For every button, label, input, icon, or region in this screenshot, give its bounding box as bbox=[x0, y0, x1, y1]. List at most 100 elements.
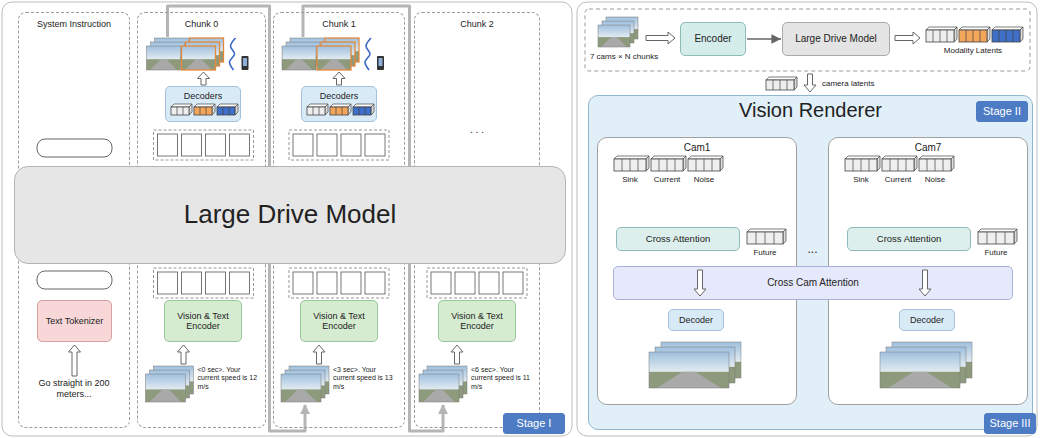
label-holder: Sink bbox=[839, 175, 883, 185]
label-holder: 7 cams × N chunks bbox=[586, 52, 662, 62]
block-arrow bbox=[333, 72, 345, 85]
latent-divider bbox=[177, 107, 178, 115]
latent-block bbox=[171, 104, 192, 115]
image-frame bbox=[286, 42, 320, 66]
latent-divider bbox=[773, 80, 774, 90]
camera-image-stack bbox=[281, 366, 329, 402]
latent-top bbox=[882, 156, 917, 159]
latent-divider bbox=[200, 107, 201, 115]
token-slot bbox=[503, 272, 523, 294]
latent-divider bbox=[319, 107, 320, 115]
text-label: . . . bbox=[452, 124, 502, 136]
token-slot bbox=[317, 272, 337, 294]
camera-image bbox=[602, 21, 634, 43]
road bbox=[431, 381, 463, 394]
node-text: Vision & Text Encoder bbox=[169, 311, 237, 332]
latent-top bbox=[194, 104, 215, 107]
ground bbox=[317, 59, 351, 70]
trajectory-curve bbox=[365, 38, 371, 70]
camera-image bbox=[321, 42, 355, 66]
node-text: Cam1 bbox=[598, 138, 796, 154]
latent-side bbox=[951, 156, 954, 171]
latent-top bbox=[992, 27, 1023, 30]
latent-block bbox=[217, 104, 238, 115]
text-label: Current bbox=[645, 175, 689, 185]
image-frame bbox=[155, 38, 189, 62]
latent-top bbox=[330, 104, 351, 107]
process-box: Decoder bbox=[899, 309, 955, 331]
road bbox=[154, 55, 181, 66]
ground bbox=[151, 55, 185, 66]
camera-image bbox=[146, 374, 186, 402]
node-text: Large Drive Model bbox=[795, 33, 877, 45]
latent-face bbox=[978, 232, 1014, 244]
label-holder: <0 sec>. Your current speed is 12 m/s bbox=[198, 366, 260, 391]
token-slot bbox=[365, 134, 385, 156]
token-slot bbox=[431, 272, 451, 294]
device-screen bbox=[379, 58, 383, 66]
latent-top bbox=[688, 156, 723, 159]
block-arrow bbox=[198, 72, 210, 85]
latent-face bbox=[194, 107, 212, 115]
ground bbox=[154, 381, 194, 394]
process-box: Decoders bbox=[301, 86, 377, 122]
image-frame bbox=[602, 21, 634, 43]
latent-divider bbox=[667, 159, 668, 171]
label-holder: . . . bbox=[452, 124, 502, 136]
label-holder: <3 sec>. Your current speed is 13 m/s bbox=[333, 366, 395, 391]
ground bbox=[427, 381, 467, 394]
latent-block bbox=[651, 156, 686, 171]
block-arrow bbox=[646, 32, 675, 44]
latent-block bbox=[330, 104, 351, 115]
latent-block bbox=[766, 77, 797, 90]
latent-divider bbox=[342, 107, 343, 115]
road bbox=[328, 51, 355, 62]
latent-side bbox=[794, 77, 797, 90]
ground bbox=[886, 367, 966, 383]
token-slot bbox=[158, 272, 178, 294]
ground bbox=[285, 385, 325, 398]
latent-top bbox=[217, 104, 238, 107]
latent-top bbox=[845, 156, 880, 159]
label-holder: Future bbox=[966, 248, 1026, 258]
ground bbox=[155, 51, 189, 62]
stage-panel bbox=[577, 2, 1037, 436]
latent-divider bbox=[890, 159, 891, 171]
label-holder: Current bbox=[645, 175, 689, 185]
latent-side bbox=[371, 104, 374, 115]
node-text: Cross Cam Attention bbox=[767, 277, 859, 289]
latent-divider bbox=[622, 159, 623, 171]
image-frame bbox=[289, 366, 329, 394]
node-text: Decoders bbox=[320, 91, 359, 101]
process-box: Encoder bbox=[680, 22, 746, 56]
camera-image bbox=[655, 347, 735, 383]
process-box: Vision & Text Encoder bbox=[438, 300, 516, 342]
image-frame bbox=[290, 38, 324, 62]
latent-side bbox=[914, 156, 917, 171]
image-frame bbox=[325, 38, 359, 62]
latent-face bbox=[353, 107, 371, 115]
road bbox=[894, 367, 958, 383]
image-frame bbox=[282, 46, 316, 70]
road bbox=[154, 385, 186, 398]
camera-image bbox=[281, 374, 321, 402]
latent-divider bbox=[659, 159, 660, 171]
latent-face bbox=[959, 30, 987, 42]
latent-divider bbox=[966, 30, 967, 42]
road bbox=[605, 33, 631, 43]
node-text: Vision & Text Encoder bbox=[305, 311, 373, 332]
road bbox=[285, 59, 312, 70]
road bbox=[601, 37, 627, 47]
slot-group bbox=[154, 130, 254, 160]
camera-image bbox=[598, 25, 630, 47]
latent-divider bbox=[933, 30, 934, 42]
latent-divider bbox=[980, 30, 981, 42]
latent-top bbox=[651, 156, 686, 159]
road bbox=[320, 59, 347, 70]
road bbox=[293, 51, 320, 62]
ground bbox=[286, 55, 320, 66]
latent-block bbox=[845, 156, 880, 171]
latent-top bbox=[614, 156, 649, 159]
image-frame bbox=[150, 370, 190, 398]
image-frame bbox=[661, 342, 741, 378]
